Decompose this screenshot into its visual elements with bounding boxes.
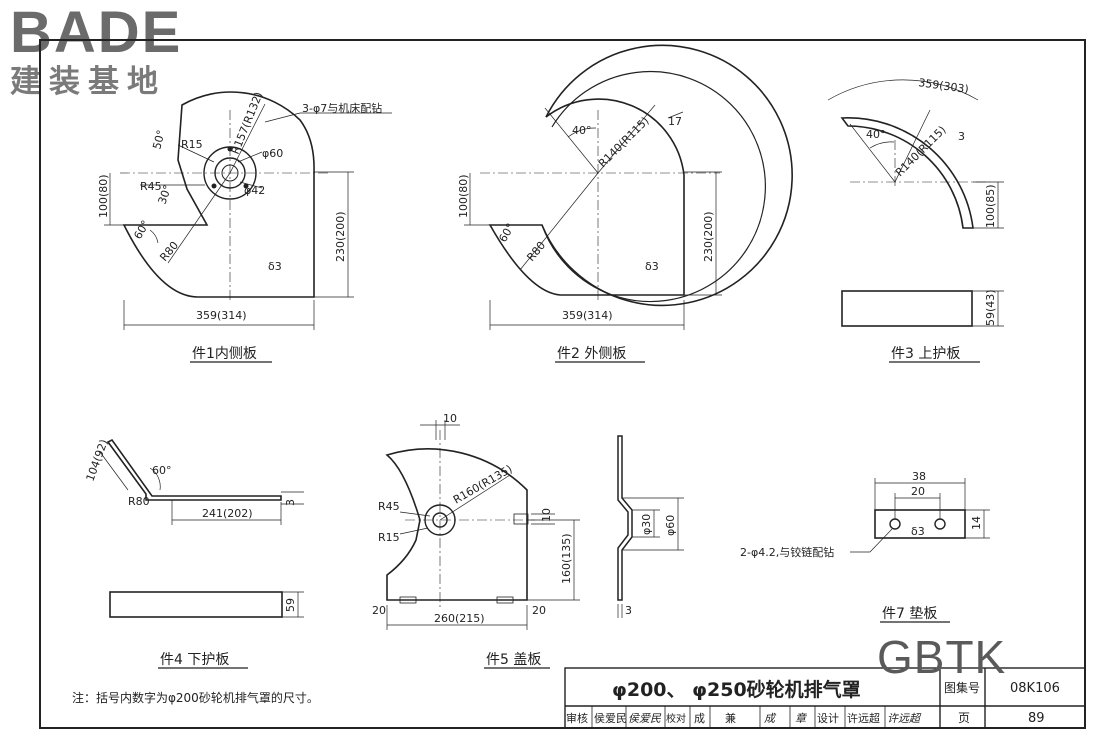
p5-phi60: φ60 (664, 515, 677, 536)
p5-dim-20a: 20 (372, 604, 386, 617)
sig-designer-signature: 许远超 (887, 712, 922, 725)
part-7-shim-plate (850, 478, 990, 553)
sig-checker-label: 校对 (666, 712, 686, 725)
p2-r140: R140(R115) (596, 114, 652, 170)
p4-dim-241: 241(202) (202, 507, 253, 520)
p1-a60: 60° (131, 218, 152, 241)
p7-dim-14: 14 (970, 516, 983, 530)
sig-reviewer-signature: 侯爱民 (628, 712, 662, 725)
p4-a60: 60° (152, 464, 172, 477)
part-4-lower-guard (99, 438, 304, 618)
part-3-upper-guard (827, 79, 1004, 327)
p5-dim-10b: 10 (540, 508, 553, 522)
p1-r80: R80 (157, 239, 181, 264)
p2-thick: δ3 (645, 260, 659, 273)
p5-r15: R15 (378, 531, 400, 544)
sig-checker-name-4: 章 (795, 712, 808, 725)
p2-dim-17: 17 (668, 115, 682, 128)
atlas-number: 08K106 (1010, 681, 1060, 696)
p5-dim-3: 3 (625, 604, 632, 617)
p1-dim-width: 359(314) (196, 309, 247, 322)
p7-caption: 件7 垫板 (882, 606, 937, 622)
sig-designer-name: 许远超 (847, 711, 880, 725)
p1-r15: R15 (181, 138, 203, 151)
p4-dim-59: 59 (284, 598, 297, 612)
sig-reviewer-label: 审核 (566, 711, 588, 725)
p2-dim-width: 359(314) (562, 309, 613, 322)
sig-checker-name-3: 成 (764, 712, 777, 725)
p4-r80: R80 (128, 495, 150, 508)
p7-dim-38: 38 (912, 470, 926, 483)
p7-dim-20: 20 (911, 485, 925, 498)
p5-r160: R160(R135) (451, 462, 515, 506)
page-number: 89 (1028, 711, 1045, 726)
sig-checker-name-2: 兼 (725, 712, 736, 725)
p3-dim-100: 100(85) (984, 184, 997, 228)
p1-phi60: φ60 (262, 147, 283, 160)
p3-dim-3: 3 (958, 130, 965, 143)
part-5-cover-plate (385, 420, 684, 630)
p4-caption: 件4 下护板 (160, 652, 229, 668)
p1-r45: R45 (140, 180, 162, 193)
p1-r157: R157(R132) (229, 90, 266, 156)
p1-dim-100: 100(80) (97, 174, 110, 218)
atlas-label: 图集号 (944, 680, 980, 695)
p3-dim-59: 59(43) (984, 289, 997, 326)
p5-dim-160: 160(135) (560, 533, 573, 584)
p3-arc-len: 359(303) (918, 76, 970, 96)
title-block (564, 667, 1086, 729)
p4-dim-3: 3 (284, 499, 297, 506)
p1-phi42: φ42 (244, 184, 265, 197)
sig-designer-label: 设计 (817, 712, 839, 725)
part-2-outer-side-plate (464, 44, 793, 330)
p2-dim-100: 100(80) (457, 174, 470, 218)
p3-a40: 40° (866, 128, 886, 141)
p4-dim-104: 104(92) (84, 438, 111, 483)
sig-checker-name-1: 成 (694, 712, 705, 725)
brand-name-cn: 建装基地 (10, 64, 166, 100)
p7-thick: δ3 (911, 525, 925, 538)
p1-a50: 50° (150, 129, 168, 151)
sig-reviewer-name: 侯爱民 (594, 711, 627, 725)
p5-dim-10a: 10 (443, 412, 457, 425)
page-label: 页 (958, 711, 970, 725)
brand-watermark: BADE 建装基地 (10, 4, 210, 102)
p5-r45: R45 (378, 500, 400, 513)
p5-caption: 件5 盖板 (486, 652, 541, 668)
p5-phi30: φ30 (640, 514, 653, 535)
p2-dim-height: 230(200) (702, 211, 715, 262)
p3-caption: 件3 上护板 (891, 346, 960, 362)
drawing-title: φ200、 φ250砂轮机排气罩 (612, 678, 861, 701)
corner-watermark: GBTK (877, 631, 1007, 683)
p7-holes: 2-φ4.2,与铰链配钻 (740, 545, 834, 559)
p2-caption: 件2 外侧板 (557, 346, 626, 362)
p5-dim-20b: 20 (532, 604, 546, 617)
sheet-border (39, 39, 1086, 729)
p1-dim-height: 230(200) (334, 211, 347, 262)
p1-holes: 3-φ7与机床配钻 (302, 101, 382, 115)
brand-name: BADE (10, 0, 183, 65)
p1-thick: δ3 (268, 260, 282, 273)
p1-a30: 30° (156, 183, 175, 206)
p2-a40: 40° (572, 124, 592, 137)
p1-caption: 件1内侧板 (192, 346, 257, 362)
footnote: 注：括号内数字为φ200砂轮机排气罩的尺寸。 (72, 690, 319, 705)
part-1-inner-side-plate (104, 91, 392, 330)
p5-dim-260: 260(215) (434, 612, 485, 625)
